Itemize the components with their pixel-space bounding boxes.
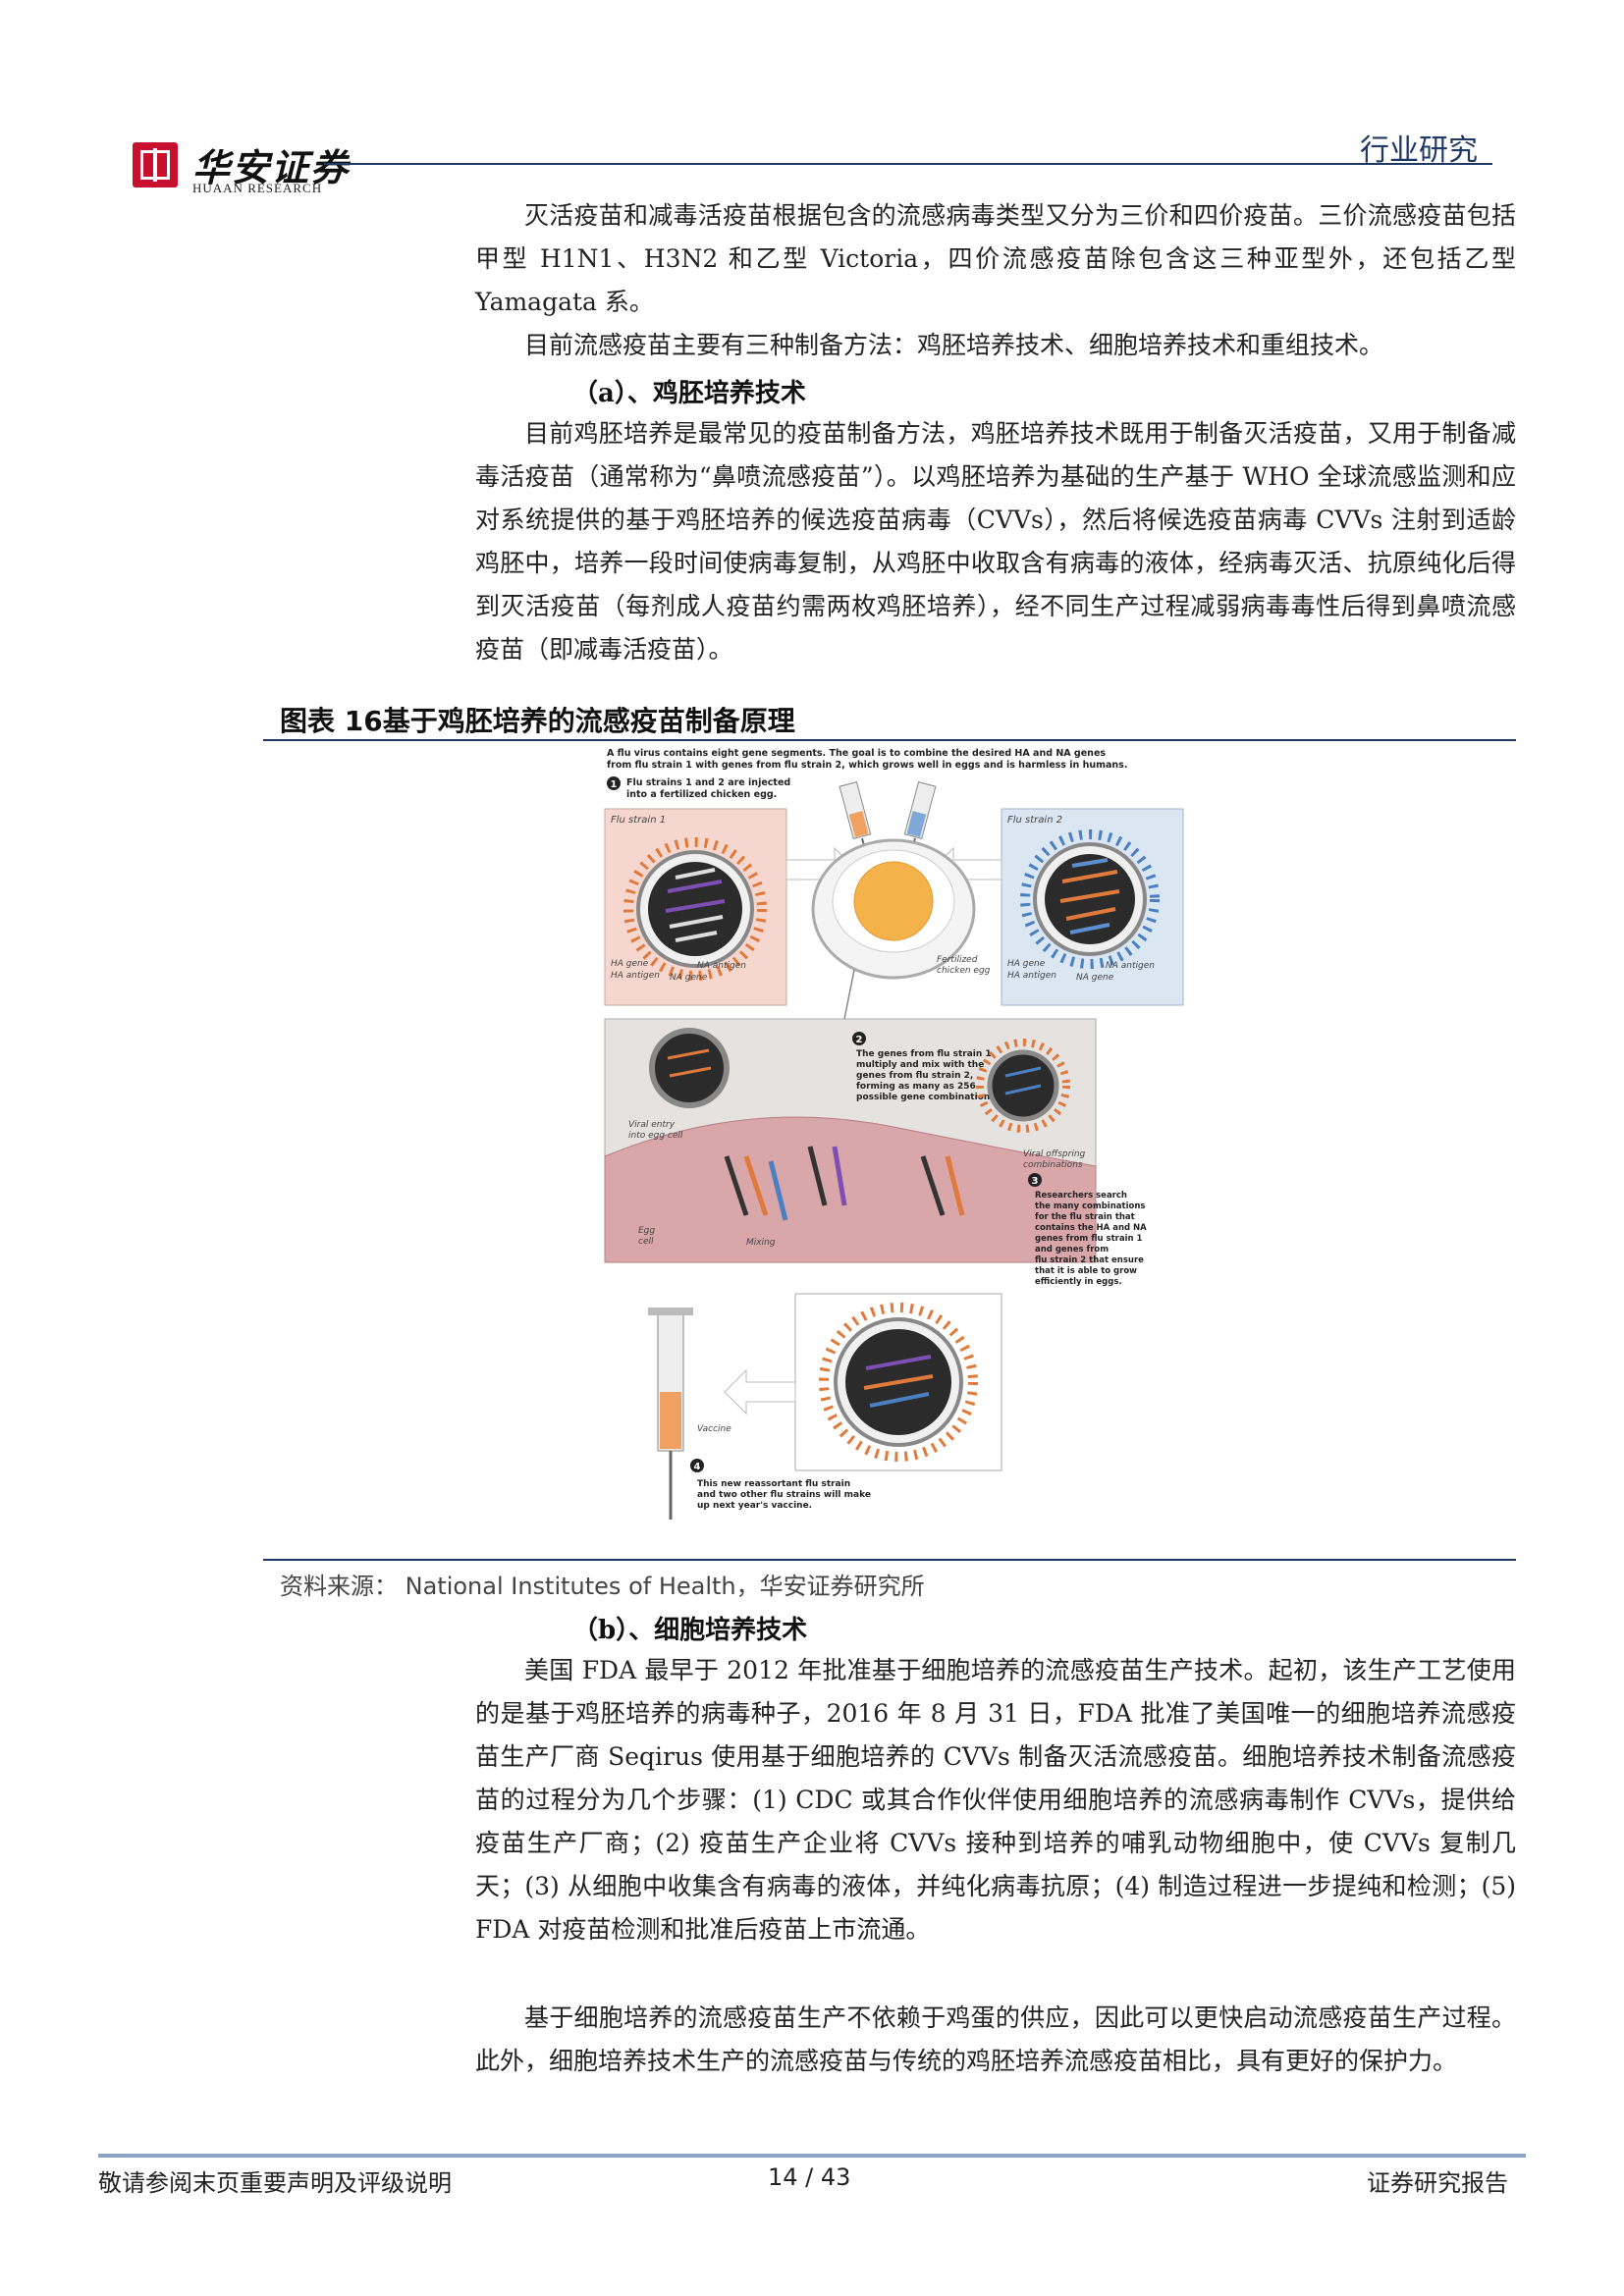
svg-text:contains the HA and NA: contains the HA and NA [1035,1223,1147,1233]
svg-text:NA gene: NA gene [1076,973,1114,983]
egg-culture-diagram: A flu virus contains eight gene segments… [604,748,1184,1520]
svg-text:that it is able to grow: that it is able to grow [1035,1266,1137,1276]
svg-text:Viral entry: Viral entry [628,1120,676,1130]
figure-top-rule [263,739,1516,741]
svg-text:flu strain 2 that ensure: flu strain 2 that ensure [1035,1255,1144,1265]
svg-text:4: 4 [694,1462,701,1472]
arrow-to-vaccine [724,1368,796,1415]
intro-line-1: A flu virus contains eight gene segments… [607,748,1106,759]
svg-text:Mixing: Mixing [746,1238,776,1248]
paragraph-methods: 目前流感疫苗主要有三种制备方法：鸡胚培养技术、细胞培养技术和重组技术。 [524,331,1384,359]
step-1-marker [607,776,621,790]
page-number: 14 / 43 [768,2163,851,2191]
svg-text:This new reassortant flu strai: This new reassortant flu strain [697,1479,850,1489]
header-divider [324,163,1492,165]
svg-text:Researchers search: Researchers search [1035,1191,1127,1201]
svg-text:and genes from: and genes from [1035,1245,1109,1255]
footer-disclaimer: 敬请参阅末页重要声明及评级说明 [98,2169,452,2197]
svg-text:HA antigen: HA antigen [1007,971,1056,981]
step-2-marker [852,1032,866,1045]
reassortant-virus-icon [819,1303,978,1462]
intro-line-2: from flu strain 1 with genes from flu st… [607,760,1127,771]
figure-source: 资料来源： National Institutes of Health，华安证券… [280,1573,925,1600]
paragraph-cell-culture-advantages: 基于细胞培养的流感疫苗生产不依赖于鸡蛋的供应，因此可以更快启动流感疫苗生产过程。… [475,2003,1516,2075]
step-1-line-2: into a fertilized chicken egg. [626,789,777,800]
fertilized-egg-icon [811,838,976,980]
heading-egg-culture: （a）、鸡胚培养技术 [572,379,806,408]
svg-text:efficiently in eggs.: efficiently in eggs. [1035,1277,1122,1287]
entering-virus-icon [649,1028,730,1108]
svg-text:forming as many as 256: forming as many as 256 [856,1082,976,1092]
section-label: 行业研究 [1360,133,1478,168]
figure-bottom-rule [263,1559,1516,1561]
svg-text:for the flu strain that: for the flu strain that [1035,1212,1135,1222]
svg-text:The genes from flu strain 1: The genes from flu strain 1 [856,1049,992,1059]
svg-text:2: 2 [856,1035,863,1045]
svg-text:genes from flu strain 1: genes from flu strain 1 [1035,1234,1143,1244]
logo-icon [133,142,178,187]
vaccine-syringe-icon [648,1308,693,1520]
egg-to-cell-pointer [843,969,855,1020]
svg-text:into egg cell: into egg cell [628,1131,683,1141]
paragraph-vaccine-types: 灭活疫苗和减毒活疫苗根据包含的流感病毒类型又分为三价和四价疫苗。三价流感疫苗包括… [475,201,1516,316]
svg-text:up next year's vaccine.: up next year's vaccine. [697,1501,812,1511]
svg-text:Viral offspring: Viral offspring [1023,1149,1086,1159]
svg-text:Vaccine: Vaccine [697,1424,731,1434]
gene-segments [724,1146,965,1221]
strain-2-virus-icon [1020,829,1160,969]
svg-text:genes from flu strain 2,: genes from flu strain 2, [856,1071,973,1081]
heading-cell-culture: （b）、细胞培养技术 [572,1616,808,1645]
egg-label-2: chicken egg [937,966,991,976]
footer-divider [98,2154,1526,2158]
svg-text:multiply and mix with the: multiply and mix with the [856,1060,984,1070]
paragraph-cell-culture: 美国 FDA 最早于 2012 年批准基于细胞培养的流感疫苗生产技术。起初，该生… [475,1656,1516,1944]
step-4-marker [690,1459,704,1472]
svg-text:HA gene: HA gene [1007,959,1046,969]
strain-1-virus-icon [623,837,767,981]
step-1-line-1: Flu strains 1 and 2 are injected [626,777,790,788]
step-3-marker [1028,1173,1042,1187]
ha-antigen-label: HA antigen [611,971,660,981]
strain-2-label: Flu strain 2 [1007,815,1062,826]
egg-label-1: Fertilized [937,955,978,965]
svg-text:combinations: combinations [1023,1160,1083,1170]
svg-text:1: 1 [611,779,618,790]
svg-text:3: 3 [1032,1176,1039,1187]
na-gene-label: NA gene [670,973,708,983]
strain-1-label: Flu strain 1 [611,815,666,826]
na-antigen-label: NA antigen [697,961,746,971]
svg-text:the many combinations: the many combinations [1035,1201,1145,1211]
logo-text-cn: 华安证券 [192,145,351,189]
egg-cell-body [604,1116,1097,1263]
svg-text:possible gene combinations.: possible gene combinations. [856,1093,999,1102]
offspring-virus-icon [976,1039,1070,1133]
ha-gene-label: HA gene [611,959,649,969]
svg-text:NA antigen: NA antigen [1106,961,1155,971]
svg-text:and two other flu strains will: and two other flu strains will make [697,1490,871,1500]
logo-text-en: HUAAN RESEARCH [192,181,323,195]
svg-text:Egg: Egg [638,1226,655,1236]
svg-text:cell: cell [638,1237,654,1247]
footer-report-type: 证券研究报告 [1367,2169,1508,2197]
figure-title: 图表 16基于鸡胚培养的流感疫苗制备原理 [280,705,795,737]
paragraph-egg-culture: 目前鸡胚培养是最常见的疫苗制备方法，鸡胚培养技术既用于制备灭活疫苗，又用于制备减… [475,419,1516,664]
